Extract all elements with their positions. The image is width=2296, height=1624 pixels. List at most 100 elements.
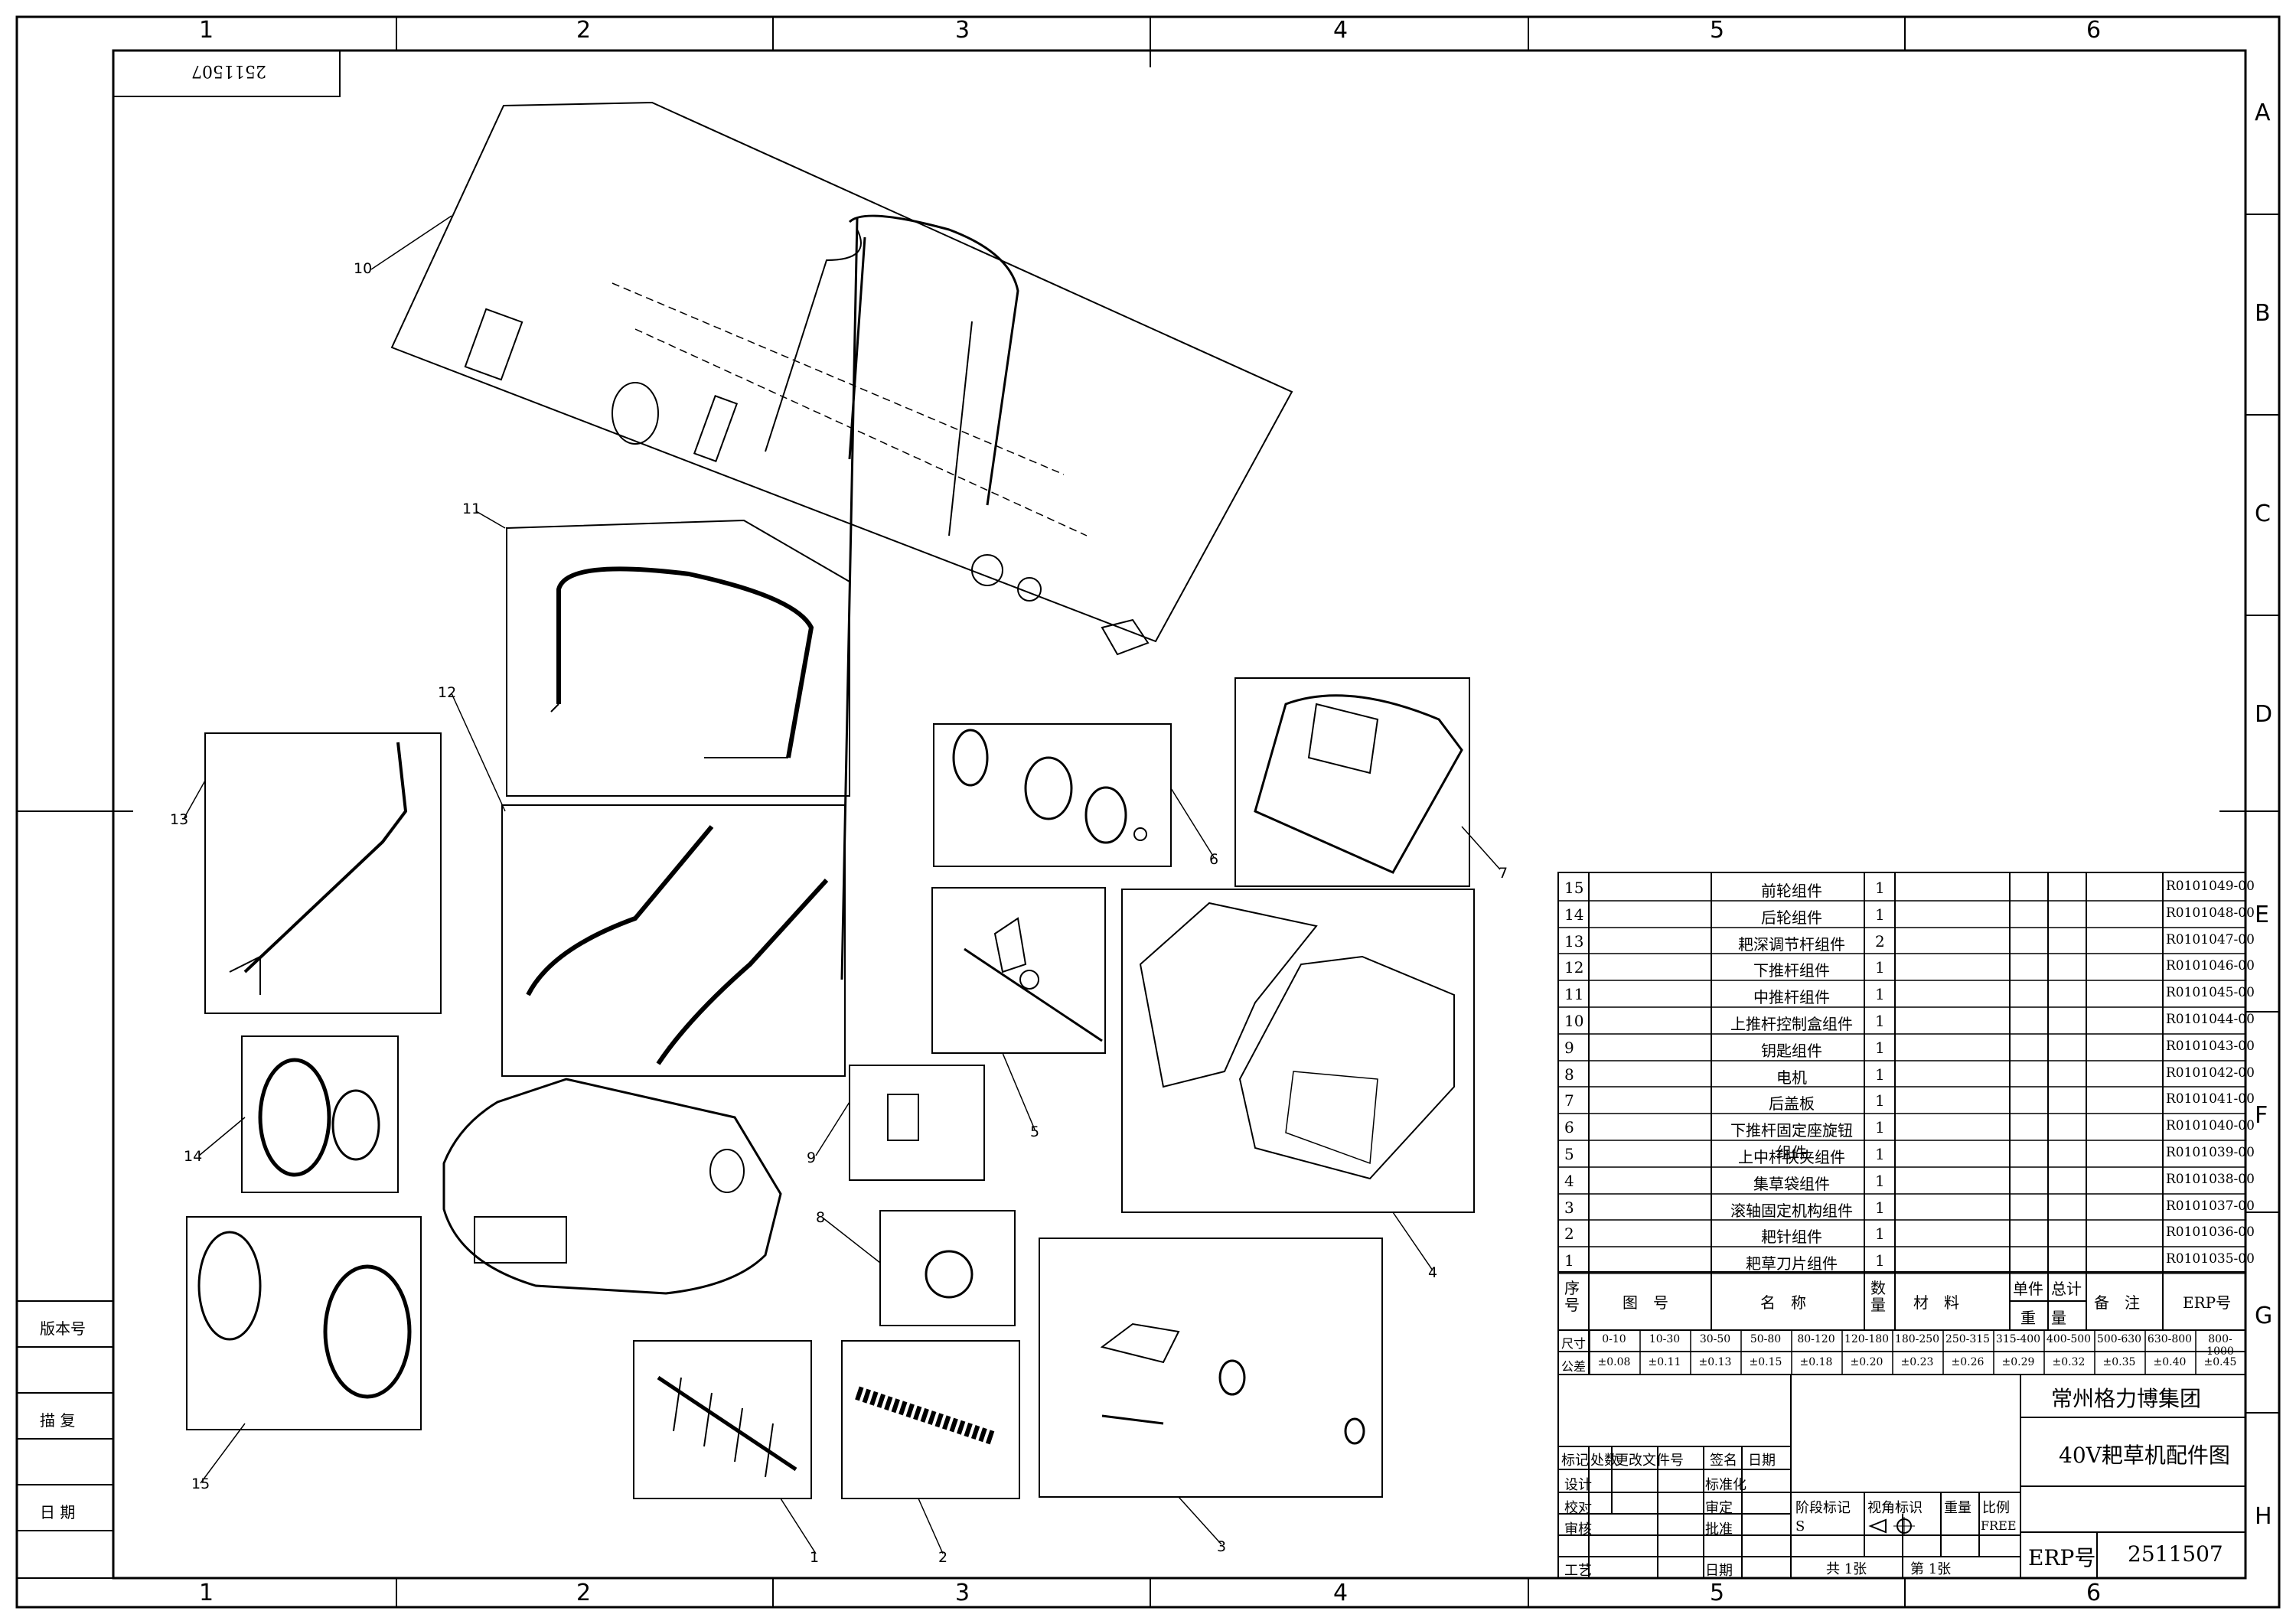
panel-10 <box>390 101 1293 980</box>
bom-header-unit: 单件 <box>2013 1280 2043 1298</box>
row-label-c: C <box>2255 501 2271 527</box>
panel-15 <box>186 1216 422 1430</box>
callout-12: 12 <box>438 684 457 701</box>
row-divisions <box>17 214 2279 1414</box>
tol-range: 800-1000 <box>2206 1333 2234 1358</box>
bom-row-divider <box>1558 953 2245 955</box>
bom-row-erp: R0101046-00 <box>2166 958 2255 974</box>
tol-value: ±0.26 <box>1951 1356 1985 1368</box>
bom-row-name: 中推杆组件 <box>1753 988 1830 1007</box>
bom-row-name: 耙深调节杆组件 <box>1738 934 1845 954</box>
inner-border <box>112 49 2247 1580</box>
side-label-trace: 描 复 <box>40 1411 76 1430</box>
stage-value: S <box>1795 1518 1805 1534</box>
bom-row-qty: 1 <box>1875 1198 1885 1217</box>
bom-row-name: 滚轴固定机构组件 <box>1730 1201 1853 1220</box>
bom-header-total: 总计 <box>2051 1280 2082 1298</box>
bom-row-no: 9 <box>1564 1038 1574 1057</box>
bom-row-name: 后盖板 <box>1769 1094 1815 1114</box>
bom-row-no: 13 <box>1564 931 1584 951</box>
tol-range: 30-50 <box>1699 1333 1731 1345</box>
tol-range: 50-80 <box>1750 1333 1782 1345</box>
row-label-d: D <box>2255 701 2273 728</box>
col-label-6-bottom: 6 <box>2086 1580 2102 1606</box>
bom-row-divider <box>1558 900 2245 902</box>
callout-7: 7 <box>1499 865 1508 882</box>
bom-row-divider <box>1558 1033 2245 1035</box>
bom-row-divider <box>1558 926 2245 928</box>
bom-header-weight: 重 量 <box>2020 1309 2066 1327</box>
tol-value: ±0.40 <box>2153 1356 2187 1368</box>
bom-row-no: 1 <box>1564 1251 1574 1270</box>
tol-range: 80-120 <box>1797 1333 1835 1345</box>
bom-row-qty: 1 <box>1875 1251 1885 1270</box>
bom-row-divider <box>1558 1219 2245 1221</box>
bom-row-divider <box>1558 1246 2245 1247</box>
col-label-5-bottom: 5 <box>1710 1580 1725 1606</box>
rev-count: 处数 <box>1590 1453 1618 1469</box>
tol-divider <box>2144 1330 2146 1375</box>
tol-value: ±0.18 <box>1799 1356 1833 1368</box>
bom-row-qty: 1 <box>1875 1065 1885 1084</box>
bom-row-erp: R0101043-00 <box>2166 1038 2255 1054</box>
tol-range: 10-30 <box>1649 1333 1681 1345</box>
erp-value: 2511507 <box>2128 1541 2223 1567</box>
bom-header-erp: ERP号 <box>2183 1293 2232 1312</box>
bom-header-qty: 数量 <box>1870 1279 1886 1314</box>
erp-label: ERP号 <box>2028 1545 2096 1570</box>
bom-row-name: 下推杆固定座旋钮组件 <box>1730 1121 1853 1163</box>
tol-value: ±0.29 <box>2001 1356 2035 1368</box>
role-process: 工艺 <box>1564 1563 1592 1579</box>
col-label-2-bottom: 2 <box>576 1580 592 1606</box>
bom-row-name: 上中杆快夹组件 <box>1738 1148 1845 1166</box>
tol-range: 0-10 <box>1602 1333 1626 1345</box>
bom-row-erp: R0101041-00 <box>2166 1091 2255 1107</box>
leader-lines <box>183 215 1501 1554</box>
bom-header-drawing-no: 图 号 <box>1623 1293 1668 1312</box>
callout-15: 15 <box>191 1476 210 1492</box>
bom-row-erp: R0101039-00 <box>2166 1145 2255 1160</box>
bom-row-qty: 1 <box>1875 1145 1885 1163</box>
tol-divider <box>1993 1330 1994 1375</box>
bom-row-name: 后轮组件 <box>1761 908 1822 927</box>
panel-7 <box>1234 677 1470 887</box>
rev-date: 日期 <box>1748 1453 1776 1469</box>
col-label-5: 5 <box>1710 17 1725 44</box>
bom-row-divider <box>1558 980 2245 981</box>
col-label-4-bottom: 4 <box>1333 1580 1349 1606</box>
bom-row-no: 3 <box>1564 1198 1574 1217</box>
callout-9: 9 <box>807 1150 817 1166</box>
stage-label: 阶段标记 <box>1795 1500 1851 1516</box>
callout-6: 6 <box>1209 851 1219 868</box>
bom-row-divider <box>1558 1113 2245 1114</box>
tol-range: 400-500 <box>2046 1333 2092 1345</box>
bom-row-erp: R0101042-00 <box>2166 1065 2255 1081</box>
panel-1 <box>633 1340 812 1499</box>
rev-file: 更改文件号 <box>1615 1453 1684 1469</box>
panel-11 <box>506 519 850 797</box>
bom-row-qty: 1 <box>1875 1118 1885 1137</box>
tol-divider <box>1892 1330 1893 1375</box>
tol-value: ±0.35 <box>2102 1356 2136 1368</box>
tol-divider <box>2094 1330 2095 1375</box>
bom-row-divider <box>1558 1166 2245 1168</box>
tol-value: ±0.11 <box>1648 1356 1681 1368</box>
tol-value: ±0.15 <box>1749 1356 1782 1368</box>
callout-3: 3 <box>1217 1538 1227 1555</box>
bom-row-erp: R0101035-00 <box>2166 1251 2255 1267</box>
total-sheets: 共 1张 <box>1826 1561 1867 1577</box>
role-approve: 审定 <box>1705 1500 1733 1516</box>
panel-8 <box>879 1210 1016 1326</box>
mirrored-stamp: 2511507 <box>191 61 266 80</box>
bom-row-no: 12 <box>1564 958 1584 977</box>
callout-14: 14 <box>184 1148 203 1165</box>
bom-row-divider <box>1558 1086 2245 1088</box>
row-label-b: B <box>2255 300 2271 327</box>
bom-row-divider <box>1558 1192 2245 1195</box>
drawing-title: 40V耙草机配件图 <box>2059 1443 2230 1468</box>
bom-row-qty: 1 <box>1875 1171 1885 1190</box>
bom-row-erp: R0101045-00 <box>2166 985 2255 1001</box>
bom-row-no: 15 <box>1564 879 1584 897</box>
bom-row-erp: R0101047-00 <box>2166 931 2255 947</box>
col-label-1: 1 <box>199 17 214 44</box>
